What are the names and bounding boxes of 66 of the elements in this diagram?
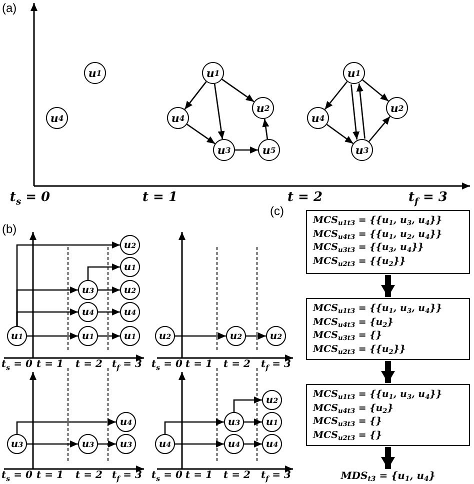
- set-equation: MCS$_{u2t3}$ = {}: [313, 428, 382, 442]
- arrow: [186, 124, 216, 144]
- set-equation: MCS$_{u3t3}$ = {}: [313, 415, 382, 428]
- set-equation: MCS$_{u1t3}$ = {{u$_{1}$, u$_{3}$, u$_{4}$}}: [313, 388, 442, 402]
- arrow: [27, 440, 78, 448]
- arrow: [235, 146, 258, 154]
- set-equation: MCS$_{u4t3}$ = {u$_{2}$}: [313, 316, 394, 329]
- tick-label: t = 2: [224, 470, 250, 481]
- result-equation: MDS$_{t3}$ = {u$_{1}$, u$_{4}$}: [340, 470, 436, 483]
- arrow: [98, 440, 116, 448]
- tick-label: t$_{s}$ = 0: [10, 190, 50, 208]
- arrow: [16, 418, 116, 434]
- arrow: [350, 84, 360, 140]
- set-equation: MCS$_{u2t3}$ = {{u$_{2}$}}: [313, 254, 406, 268]
- arrow: [16, 308, 78, 326]
- arrow: [98, 286, 120, 294]
- set-equation: MCS$_{u4t3}$ = {{u$_{1}$, u$_{2}$, u$_{4}$}}: [313, 228, 442, 241]
- panel-label: (b): [2, 222, 17, 236]
- set-equation: MCS$_{u4t3}$ = {u$_{2}$}: [313, 402, 394, 415]
- arrow: [356, 83, 366, 139]
- arrow: [262, 118, 270, 140]
- tick-label: t = 2: [76, 470, 102, 481]
- arrow: [27, 332, 78, 340]
- tick-label: t$_{s}$ = 0: [2, 470, 32, 483]
- down-arrow: [381, 447, 395, 469]
- tick-label: t = 2: [76, 359, 102, 370]
- arrow: [244, 440, 262, 448]
- tick-label: t = 1: [186, 359, 212, 370]
- tick-label: t$_{s}$ = 0: [152, 359, 182, 372]
- arrow: [214, 84, 225, 140]
- arrow: [175, 440, 224, 448]
- arrow: [368, 116, 390, 142]
- arrow: [87, 264, 120, 280]
- state-box: [306, 298, 470, 360]
- arrow: [164, 418, 224, 434]
- tick-label: t = 1: [36, 359, 64, 370]
- tick-label: t = 2: [224, 359, 250, 370]
- tick-label: t$_{s}$ = 0: [152, 470, 182, 483]
- set-equation: MCS$_{u3t3}$ = {}: [313, 329, 382, 342]
- tick-label: t = 1: [186, 470, 212, 481]
- set-equation: MCS$_{u1t3}$ = {{u$_{1}$, u$_{3}$, u$_{4}$}}: [313, 214, 442, 228]
- tick-label: t = 2: [288, 190, 322, 205]
- set-equation: MCS$_{u2t3}$ = {{u$_{2}$}}: [313, 342, 406, 356]
- arrow: [98, 332, 120, 340]
- down-arrow: [381, 361, 395, 383]
- down-arrow: [381, 275, 395, 297]
- arrow: [233, 396, 262, 412]
- tick-label: t$_{s}$ = 0: [2, 359, 32, 372]
- tick-label: t = 1: [142, 190, 178, 205]
- arrow: [184, 81, 207, 110]
- set-equation: MCS$_{u1t3}$ = {{u$_{1}$, u$_{3}$, u$_{4}$}}: [313, 302, 442, 316]
- arrow: [244, 418, 262, 426]
- set-equation: MCS$_{u3t3}$ = {{u$_{3}$, u$_{4}$}}: [313, 241, 424, 254]
- arrow: [246, 332, 266, 340]
- arrow: [98, 308, 120, 316]
- panel-label: (c): [270, 204, 284, 218]
- panel-label: (a): [2, 1, 17, 15]
- state-box: [306, 384, 470, 446]
- tick-label: t$_{f}$ = 3: [408, 190, 448, 208]
- arrow: [175, 332, 226, 340]
- arrow: [326, 124, 354, 144]
- state-box: [306, 210, 470, 274]
- arrow: [362, 79, 389, 102]
- tick-label: t = 1: [36, 470, 64, 481]
- arrow: [222, 78, 254, 102]
- arrow: [324, 81, 348, 110]
